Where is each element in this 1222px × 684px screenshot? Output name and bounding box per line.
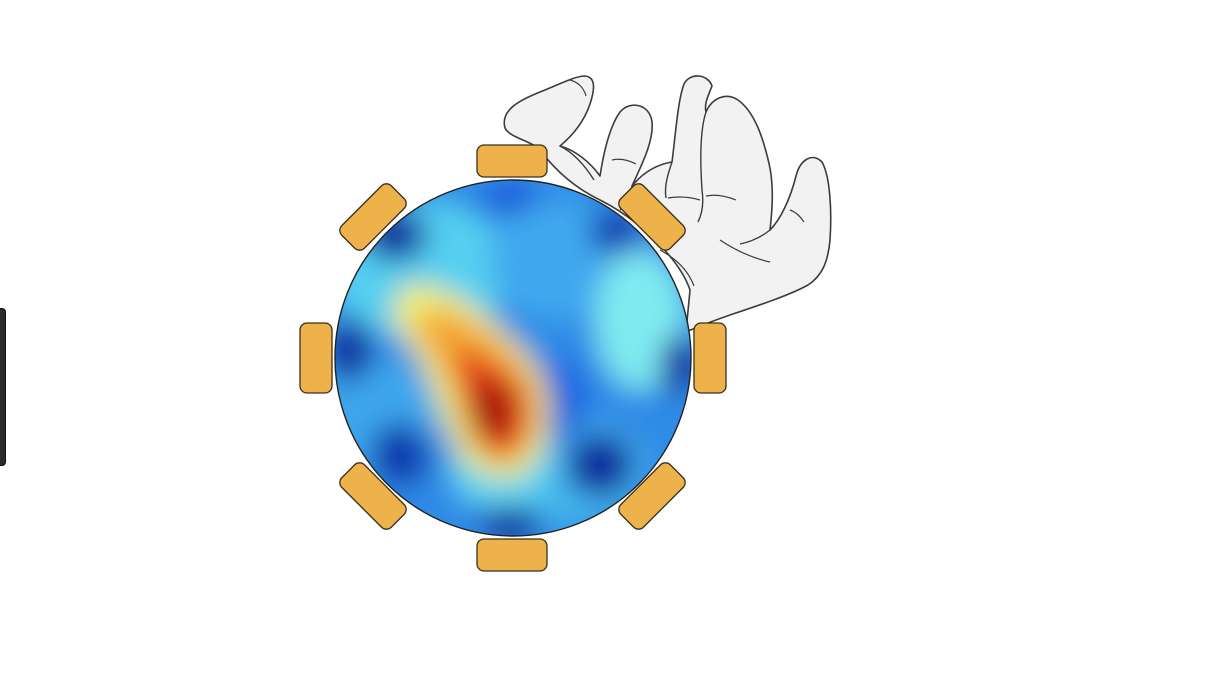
electrode-right [693,322,727,394]
hand-wrist-line [659,249,695,287]
electrode-left [299,322,333,394]
hand-thumb-nail [569,79,587,97]
hand-illustration [503,75,832,333]
electrode-top-left [339,183,407,251]
hand-crease-9 [719,239,771,263]
tomography-disc [334,179,692,537]
hand-outline [503,75,832,333]
electrode-bottom-left [339,462,407,530]
hand-crease-5 [739,229,771,245]
hand-crease-1 [559,145,595,181]
hand-crease-3 [664,161,673,199]
electrode-top [476,144,548,178]
hand-crease-8 [611,158,637,165]
electrode-bottom-right [618,462,686,530]
hand-crease-7 [705,194,737,201]
hand-crease-4 [697,111,707,223]
hand-crease-6 [667,196,701,201]
electrode-bottom [476,538,548,572]
hand-crease-10 [789,209,805,223]
disc-outline [334,179,692,537]
heatmap-layer [335,180,691,536]
side-scroll-handle[interactable] [0,309,5,465]
electrode-top-right [618,183,686,251]
electrode-ring [299,144,727,572]
